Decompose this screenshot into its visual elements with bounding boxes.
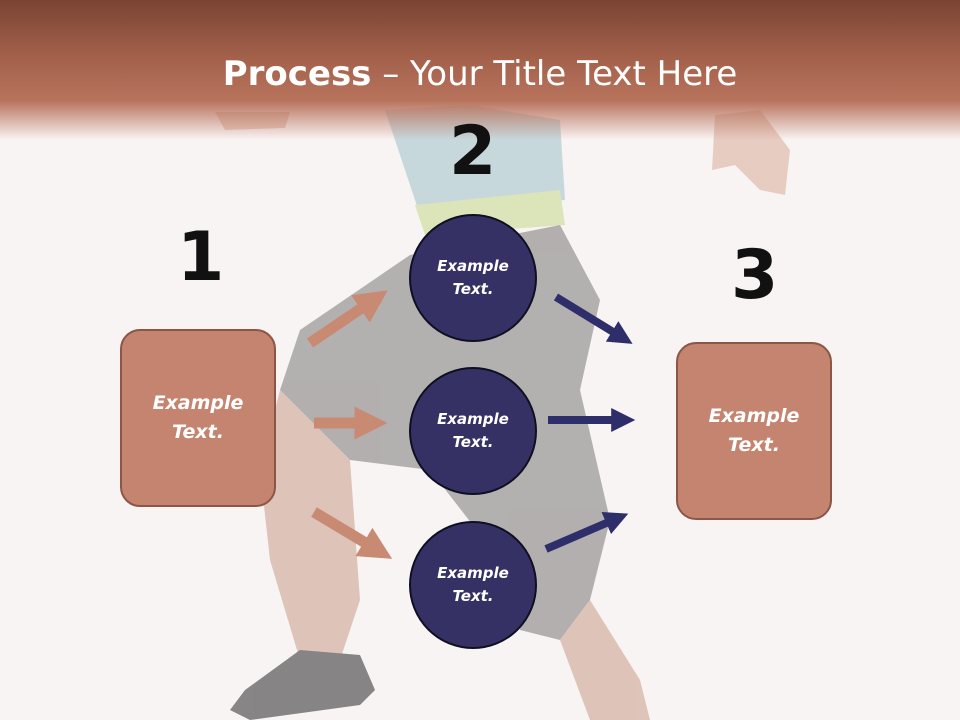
circle-middle-line1: Example <box>437 410 509 428</box>
circle-step-bottom[interactable]: Example Text. <box>409 521 537 649</box>
arrow-left-to-top <box>306 290 388 348</box>
arrow-left-to-bottom <box>311 507 393 559</box>
right-step-box[interactable]: Example Text. <box>676 342 832 520</box>
circle-step-top[interactable]: Example Text. <box>409 214 537 342</box>
circle-top-line2: Text. <box>452 280 494 298</box>
slide-title: Process – Your Title Text Here <box>0 52 960 96</box>
step-number-1: 1 <box>177 218 225 297</box>
left-step-box[interactable]: Example Text. <box>120 329 276 507</box>
right-box-line2: Text. <box>728 434 780 456</box>
arrow-bottom-to-right <box>544 512 629 553</box>
title-rest: – Your Title Text Here <box>371 54 738 94</box>
step-number-3: 3 <box>731 236 779 315</box>
title-bar <box>0 0 960 140</box>
step-number-2: 2 <box>449 112 497 191</box>
right-box-line1: Example <box>708 405 800 427</box>
left-box-line1: Example <box>152 392 244 414</box>
circle-bottom-line1: Example <box>437 564 509 582</box>
circle-bottom-line2: Text. <box>452 587 494 605</box>
circle-step-middle[interactable]: Example Text. <box>409 367 537 495</box>
arrow-top-to-right <box>553 293 633 344</box>
circle-top-line1: Example <box>437 257 509 275</box>
circle-middle-line2: Text. <box>452 433 494 451</box>
left-box-line2: Text. <box>172 421 224 443</box>
title-bold: Process <box>222 54 372 94</box>
